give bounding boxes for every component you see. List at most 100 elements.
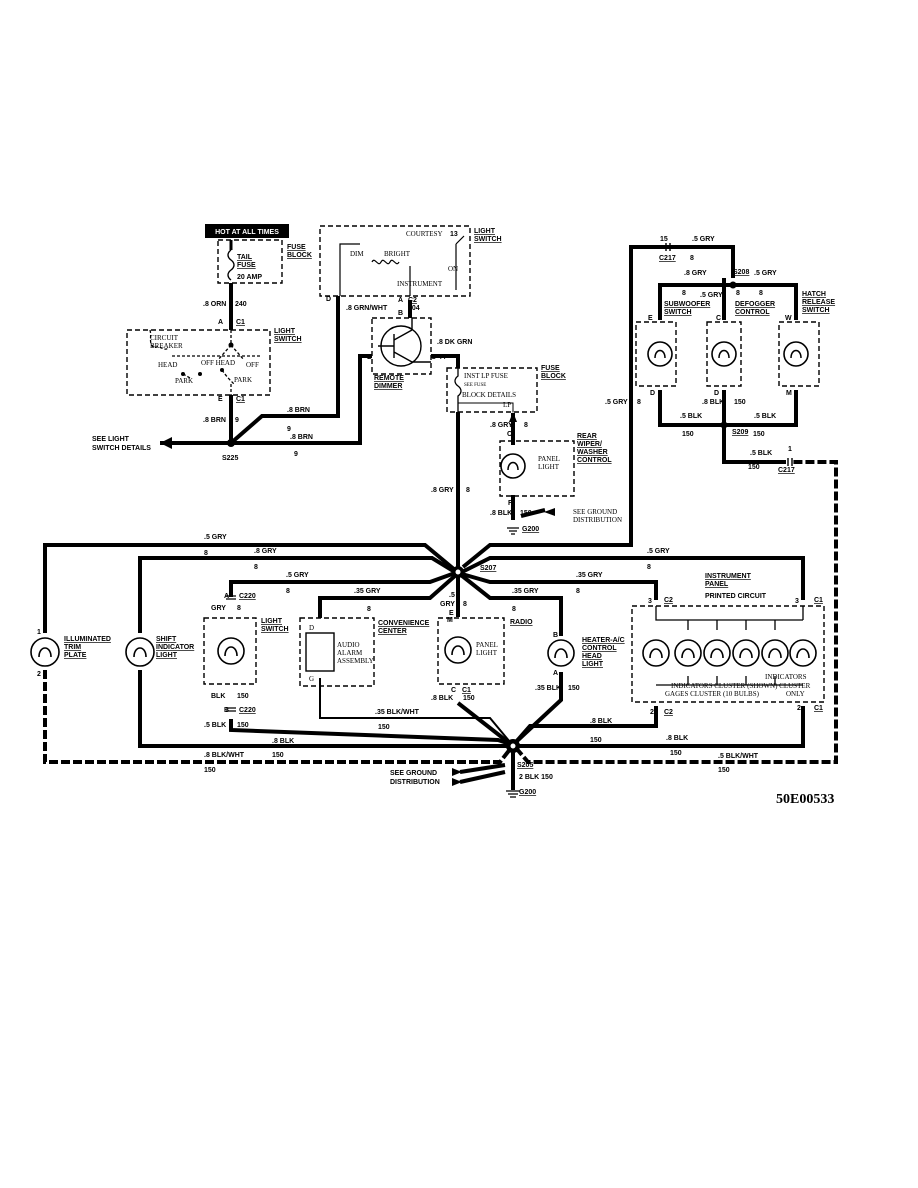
radio-label: RADIO — [510, 619, 533, 626]
ip-bulb-4-icon — [732, 639, 760, 667]
gages-cluster-label: GAGES CLUSTER (10 BULBS) — [665, 690, 760, 698]
wire-35gry-radio: .35 GRY — [512, 588, 539, 595]
wire-8-ip: 8 — [576, 588, 580, 595]
pin-a-c1: A — [218, 319, 223, 326]
subwoofer-box — [635, 321, 677, 387]
wire-blk-radio — [456, 701, 510, 744]
splice-s225: S225 — [222, 455, 238, 462]
pin-d-def: D — [714, 390, 719, 397]
subwoofer-bulb-icon — [647, 341, 673, 367]
pin-2-c2: 2 — [650, 709, 654, 716]
pin-c-dimmer: C — [431, 354, 436, 361]
hot-at-all-times-label: HOT AT ALL TIMES — [215, 229, 279, 236]
wire-44: 44 — [438, 354, 446, 361]
shift-indicator-bulb-icon — [125, 637, 155, 667]
wire-804-label: 804 — [408, 305, 420, 312]
wire-240-label: 240 — [235, 301, 247, 308]
wire-5gry-top: .5 GRY — [204, 534, 227, 541]
wire-5gry-right: .5 GRY — [605, 399, 628, 406]
c1-radio-label: C1 — [462, 687, 471, 694]
wire-150-ls: 150 — [237, 693, 249, 700]
block-details-label: BLOCK DETAILS — [462, 391, 516, 399]
pin-m-radio: M — [447, 617, 453, 624]
wire-8-hatch: 8 — [759, 290, 763, 297]
park-label-1: PARK — [175, 377, 193, 385]
hatch-bulb-icon — [783, 341, 809, 367]
wire-150-ip: 150 — [590, 737, 602, 744]
pin-g-cc: G — [309, 675, 314, 683]
wire-8brn-c: .8 BRN — [290, 434, 313, 441]
c1-ip-label: C1 — [814, 597, 823, 604]
wire-35blk-heater: .35 BLK — [535, 685, 561, 692]
splice-s208: S208 — [733, 269, 749, 276]
indicators-cluster-label: INDICATORS CLUSTER (SHOWN) CLUSTER — [671, 682, 811, 690]
pin-a-c2: A — [398, 297, 403, 304]
wire-8-cc: 8 — [367, 606, 371, 613]
wire-gry-ip-c2 — [461, 572, 658, 600]
inst-lp-fuse-box — [446, 367, 538, 413]
wire-8-top3: 8 — [647, 564, 651, 571]
c220-top-label: C220 — [239, 593, 256, 600]
pin-1-trim: 1 — [37, 629, 41, 636]
wire-9a: 9 — [235, 417, 239, 424]
wire-8-sub: 8 — [682, 290, 686, 297]
wire-150-right: 150 — [718, 767, 730, 774]
pin-w-hatch: W — [785, 315, 792, 322]
wire-5blk-hatch: .5 BLK — [754, 413, 776, 420]
wire-brn-upper — [229, 296, 340, 445]
wire-35blkwht: .35 BLK/WHT — [375, 709, 420, 716]
wire-5blk-def: .5 BLK — [680, 413, 702, 420]
wire-8orn-label: .8 ORN — [203, 301, 226, 308]
instrument-panel-box — [631, 605, 825, 703]
wire-5blk-c217: .5 BLK — [750, 450, 772, 457]
wire-brn-lower — [231, 354, 372, 445]
wire-150-def: 150 — [734, 399, 746, 406]
wire-gry-ls: GRY — [211, 605, 226, 612]
wire-rear-wiper-gd — [520, 508, 546, 518]
on-label: ON — [448, 265, 458, 273]
pin-a-heater: A — [553, 670, 558, 677]
wire-150-heater: 150 — [568, 685, 580, 692]
wire-5blk-ls: .5 BLK — [204, 722, 226, 729]
wire-grn-wht-label: .8 GRN/WHT — [346, 305, 388, 312]
hatch-box — [778, 321, 820, 387]
wire-gry-heater — [459, 573, 563, 636]
c217-top-label: C217 — [659, 255, 676, 262]
wire-gry-switches — [658, 283, 798, 320]
radio-bulb-icon — [444, 636, 472, 664]
park-label-2: PARK — [234, 376, 252, 384]
wire-8-top: 8 — [204, 550, 208, 557]
pin-2-c1: 2 — [797, 705, 801, 712]
wire-8-def: 8 — [736, 290, 740, 297]
wire-150-ip2: 150 — [670, 750, 682, 757]
pin-m-hatch: M — [786, 390, 792, 397]
tail-fuse-symbol — [227, 240, 235, 281]
pin-d-cc: D — [309, 624, 314, 632]
pin-3-c2: 3 — [648, 598, 652, 605]
fuse-block-box — [217, 239, 283, 284]
wire-gry-ip-c1 — [461, 556, 805, 600]
radio-box — [437, 617, 505, 685]
printed-circuit-traces — [655, 606, 804, 686]
defogger-box — [706, 321, 742, 387]
arrow-left-icon — [160, 437, 172, 449]
pin-b-heater: B — [553, 632, 558, 639]
wire-8gry-s208: .8 GRY — [684, 270, 707, 277]
pin-b-c2: B — [398, 310, 403, 317]
wire-1-c217: 1 — [788, 446, 792, 453]
pin-e-sub: E — [648, 315, 653, 322]
g200-top: G200 — [522, 526, 539, 533]
pin-c-def: C — [716, 315, 721, 322]
wire-8blkwht-left: .8 BLK/WHT — [204, 752, 245, 759]
